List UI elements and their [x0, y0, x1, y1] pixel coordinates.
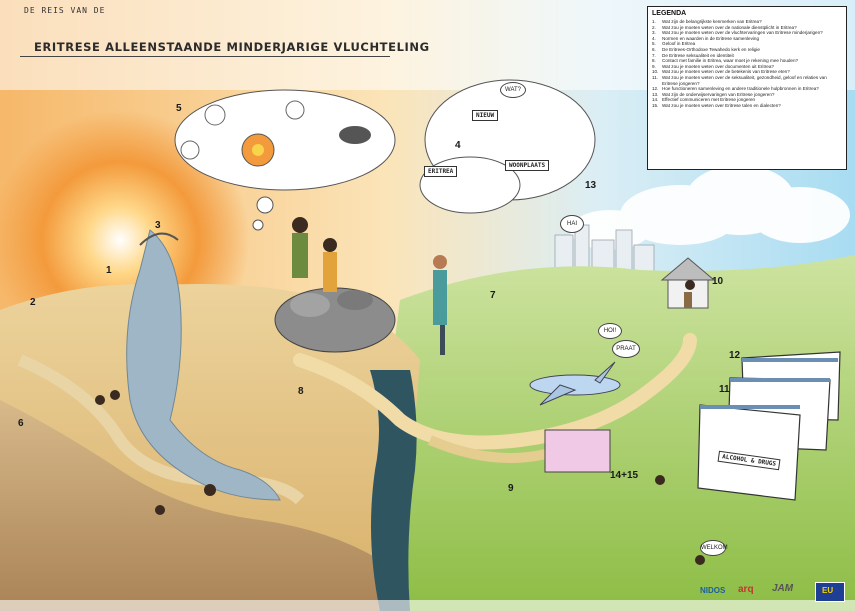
thought-cloud-faith	[174, 89, 396, 231]
legend-item: 4.Normen en waarden in de Eritrese samen…	[652, 35, 760, 41]
number-7: 7	[490, 290, 496, 301]
speech-bubble-talk: PRAAT	[612, 340, 640, 358]
sign-woonplaats: WOONPLAATS	[505, 160, 550, 171]
legend-box: LEGENDA 1.Wat zijn de belangrijkste kenm…	[647, 6, 847, 170]
legend-item: 5.Geloof in Eritrea	[652, 41, 696, 47]
sign-eritrea: ERITREA	[424, 166, 458, 177]
number-6: 6	[18, 418, 24, 429]
number-1: 1	[106, 265, 112, 276]
poster-title: ERITRESE ALLEENSTAANDE MINDERJARIGE VLUC…	[34, 40, 430, 54]
legend-item: 9.Wat zou je moeten weten over documente…	[652, 63, 774, 69]
number-2: 2	[30, 297, 36, 308]
legend-title: LEGENDA	[652, 10, 687, 17]
legend-item: 2.Wat zou je moeten weten over de nation…	[652, 24, 797, 30]
number-3: 3	[155, 220, 161, 231]
logo-eu-flag: EU	[815, 582, 845, 602]
legend-item: 7.De Eritrese seksualiteit en identiteit	[652, 52, 734, 58]
number-8: 8	[298, 386, 304, 397]
number-11: 11	[719, 384, 730, 395]
number-13: 13	[585, 180, 597, 191]
legend-item: 1.Wat zijn de belangrijkste kenmerken va…	[652, 19, 762, 24]
rock-pile	[274, 287, 396, 353]
sign-nieuw: NIEUW	[472, 110, 499, 121]
title-underline	[20, 56, 390, 57]
speech-bubble-hai: HAI	[560, 215, 584, 233]
speech-bubble-hoi: HOI!	[598, 323, 622, 339]
legend-item: 13.Wat zijn de onderwijservaringen van E…	[652, 91, 775, 97]
logo-arq: arq	[738, 584, 754, 595]
speech-bubble-welkom: WELKOM	[700, 540, 728, 556]
legend-item: 6.De Eritrees-Orthodoxe Tewahedo kerk en…	[652, 46, 760, 52]
number-10: 10	[712, 276, 724, 287]
number-9: 9	[508, 483, 514, 494]
boards	[697, 351, 841, 501]
logo-jam: JAM	[772, 583, 794, 594]
poster-title-top: DE REIS VAN DE	[24, 6, 106, 15]
legend-item: 11.Wat zou je moeten weten over de seksu…	[652, 74, 827, 86]
city-skyline	[554, 224, 655, 276]
people-figures	[95, 217, 705, 565]
cliff-left	[0, 400, 380, 611]
logo-nidos: NIDOS	[700, 586, 726, 595]
number-14-15: 14+15	[610, 470, 639, 481]
rock-icon	[339, 126, 371, 144]
legend-list: 1.Wat zijn de belangrijkste kenmerken va…	[652, 19, 842, 109]
waterfall	[126, 229, 281, 501]
legend-item: 10.Wat zou je moeten weten over de betek…	[652, 69, 790, 75]
legend-item: 15.Wat zou je moeten weten over Eritrese…	[652, 102, 781, 108]
legend-item: 8.Contact met familie in Eritrea, waar m…	[652, 58, 799, 64]
airplane-icon	[529, 361, 621, 406]
clouds	[570, 165, 850, 250]
journey-path	[293, 333, 697, 450]
number-12: 12	[729, 350, 741, 361]
legend-item: 3.Wat zou je moeten weten over de vlucht…	[652, 30, 823, 36]
legend-item: 14.Effectief communiceren met Eritrese j…	[652, 97, 756, 103]
document-card	[544, 429, 611, 473]
number-5: 5	[176, 103, 182, 114]
speech-bubble-wat: WAT?	[500, 82, 526, 98]
number-4: 4	[455, 140, 461, 151]
legend-item: 12.Hoe functioneren samenleving en ander…	[652, 86, 819, 92]
